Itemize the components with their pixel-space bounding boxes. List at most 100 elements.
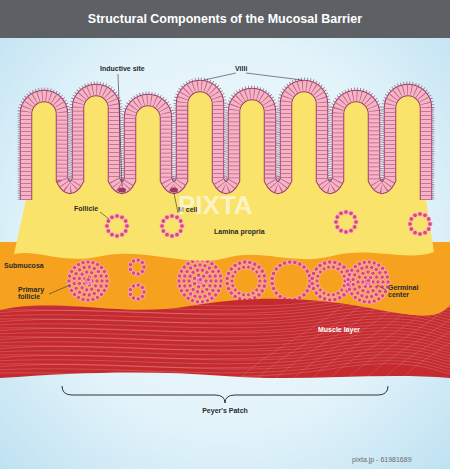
muscle-fiber	[384, 300, 450, 378]
lymphocyte-dot	[198, 277, 202, 281]
muscle-fiber	[0, 295, 450, 306]
lymphocyte-dot	[278, 294, 283, 299]
lymphocyte-dot	[423, 213, 428, 218]
follicle-ring	[351, 265, 385, 299]
lymphocyte-dot	[380, 275, 384, 279]
lymphocyte-dot	[241, 293, 245, 297]
lymphocyte-dot	[180, 224, 185, 229]
lymphocyte-dot	[362, 299, 366, 303]
lymphocyte-dot	[257, 284, 261, 288]
lymphocyte-dot	[385, 275, 389, 279]
lymphocyte-dot	[216, 289, 220, 293]
follicle-ring	[192, 273, 208, 289]
m-cell	[170, 188, 178, 193]
lymphocyte-dot	[161, 219, 166, 224]
lymphocyte-dot	[242, 260, 247, 265]
lymphocyte-dot	[305, 289, 310, 294]
lymphocyte-dot	[374, 285, 378, 289]
lymphocyte-dot	[367, 300, 371, 304]
lymphocyte-dot	[282, 261, 287, 266]
lymphocyte-dot	[335, 225, 340, 230]
lymphocyte-dot	[67, 274, 71, 278]
muscle-fiber	[0, 349, 450, 360]
lymphocyte-dot	[318, 263, 323, 268]
lymphocyte-dot	[347, 287, 351, 291]
lymphocyte-dot	[350, 292, 354, 296]
lymphocyte-dot	[85, 270, 89, 274]
lymphocyte-dot	[195, 290, 199, 294]
lymphocyte-dot	[165, 232, 170, 237]
lymphocyte-dot	[366, 270, 370, 274]
lymphocyte-dot	[310, 281, 315, 286]
lymphocyte-dot	[383, 289, 387, 293]
lymphocyte-dot	[99, 284, 103, 288]
lamina-propria-area	[14, 86, 434, 261]
lymphocyte-dot	[191, 270, 195, 274]
lymphocyte-dot	[196, 273, 200, 277]
epithelium-outline	[26, 86, 426, 200]
muscle-fiber	[312, 300, 422, 378]
lymphocyte-dot	[213, 274, 217, 278]
lymphocyte-dot	[216, 269, 220, 273]
lymphocyte-dot	[104, 284, 108, 288]
part-label: Follicle	[74, 205, 98, 212]
lymphocyte-dot	[177, 284, 181, 288]
lymphocyte-dot	[218, 284, 222, 288]
lymphocyte-dot	[322, 291, 326, 295]
lymphocyte-dot	[322, 261, 327, 266]
lymphocyte-dot	[377, 263, 381, 267]
lymphocyte-dot	[361, 288, 365, 292]
lymphocyte-dot	[87, 293, 91, 297]
lymphocyte-dot	[270, 276, 275, 281]
lymphocyte-dot	[293, 260, 298, 265]
lymphocyte-dot	[237, 291, 241, 295]
lymphocyte-dot	[200, 300, 204, 304]
muscle-fiber	[0, 304, 450, 315]
lymphocyte-dot	[77, 290, 81, 294]
lymphocyte-dot	[271, 286, 276, 291]
lymphocyte-dot	[342, 265, 347, 270]
lymphocyte-dot	[381, 280, 385, 284]
muscle-fiber	[294, 300, 404, 378]
lymphocyte-dot	[260, 289, 265, 294]
follicle-ring	[105, 214, 130, 239]
lymphocyte-dot	[85, 288, 89, 292]
lymphocyte-dot	[80, 272, 84, 276]
watermark: pixta.jp - 61981689	[352, 456, 412, 463]
follicle-ring	[83, 275, 95, 287]
lymphocyte-dot	[74, 286, 78, 290]
lymphocyte-dot	[203, 294, 207, 298]
lymphocyte-dot	[182, 279, 186, 283]
lymphocyte-dot	[426, 227, 431, 232]
lymphocyte-dot	[356, 280, 360, 284]
part-label: Inductive site	[100, 65, 145, 72]
lymphocyte-dot	[311, 271, 316, 276]
lymphocyte-dot	[198, 263, 202, 267]
lymphocyte-dot	[210, 296, 214, 300]
lymphocyte-dot	[246, 265, 250, 269]
muscle-fiber	[0, 355, 450, 368]
lymphocyte-dot	[310, 276, 315, 281]
lymphocyte-dot	[353, 295, 357, 299]
lymphocyte-dot	[353, 273, 357, 277]
lymphocyte-dot	[252, 262, 257, 267]
leader-line	[246, 73, 302, 80]
lymphocyte-dot	[195, 300, 199, 304]
lymphocyte-dot	[371, 288, 375, 292]
lymphocyte-dot	[90, 287, 94, 291]
lymphocyte-dot	[102, 269, 106, 273]
lymphocyte-dot	[69, 288, 73, 292]
lymphocyte-dot	[327, 260, 332, 265]
lymphocyte-dot	[386, 280, 390, 284]
lymphocyte-dot	[106, 219, 111, 224]
lymphocyte-dot	[131, 296, 135, 300]
lymphocyte-dot	[231, 274, 235, 278]
lymphocyte-dot	[376, 280, 380, 284]
lymphocyte-dot	[190, 298, 194, 302]
muscle-fiber	[366, 300, 450, 378]
lymphocyte-dot	[209, 279, 213, 283]
lymphocyte-dot	[106, 229, 111, 234]
muscle-fiber	[402, 300, 450, 378]
lymphocyte-dot	[86, 277, 90, 281]
